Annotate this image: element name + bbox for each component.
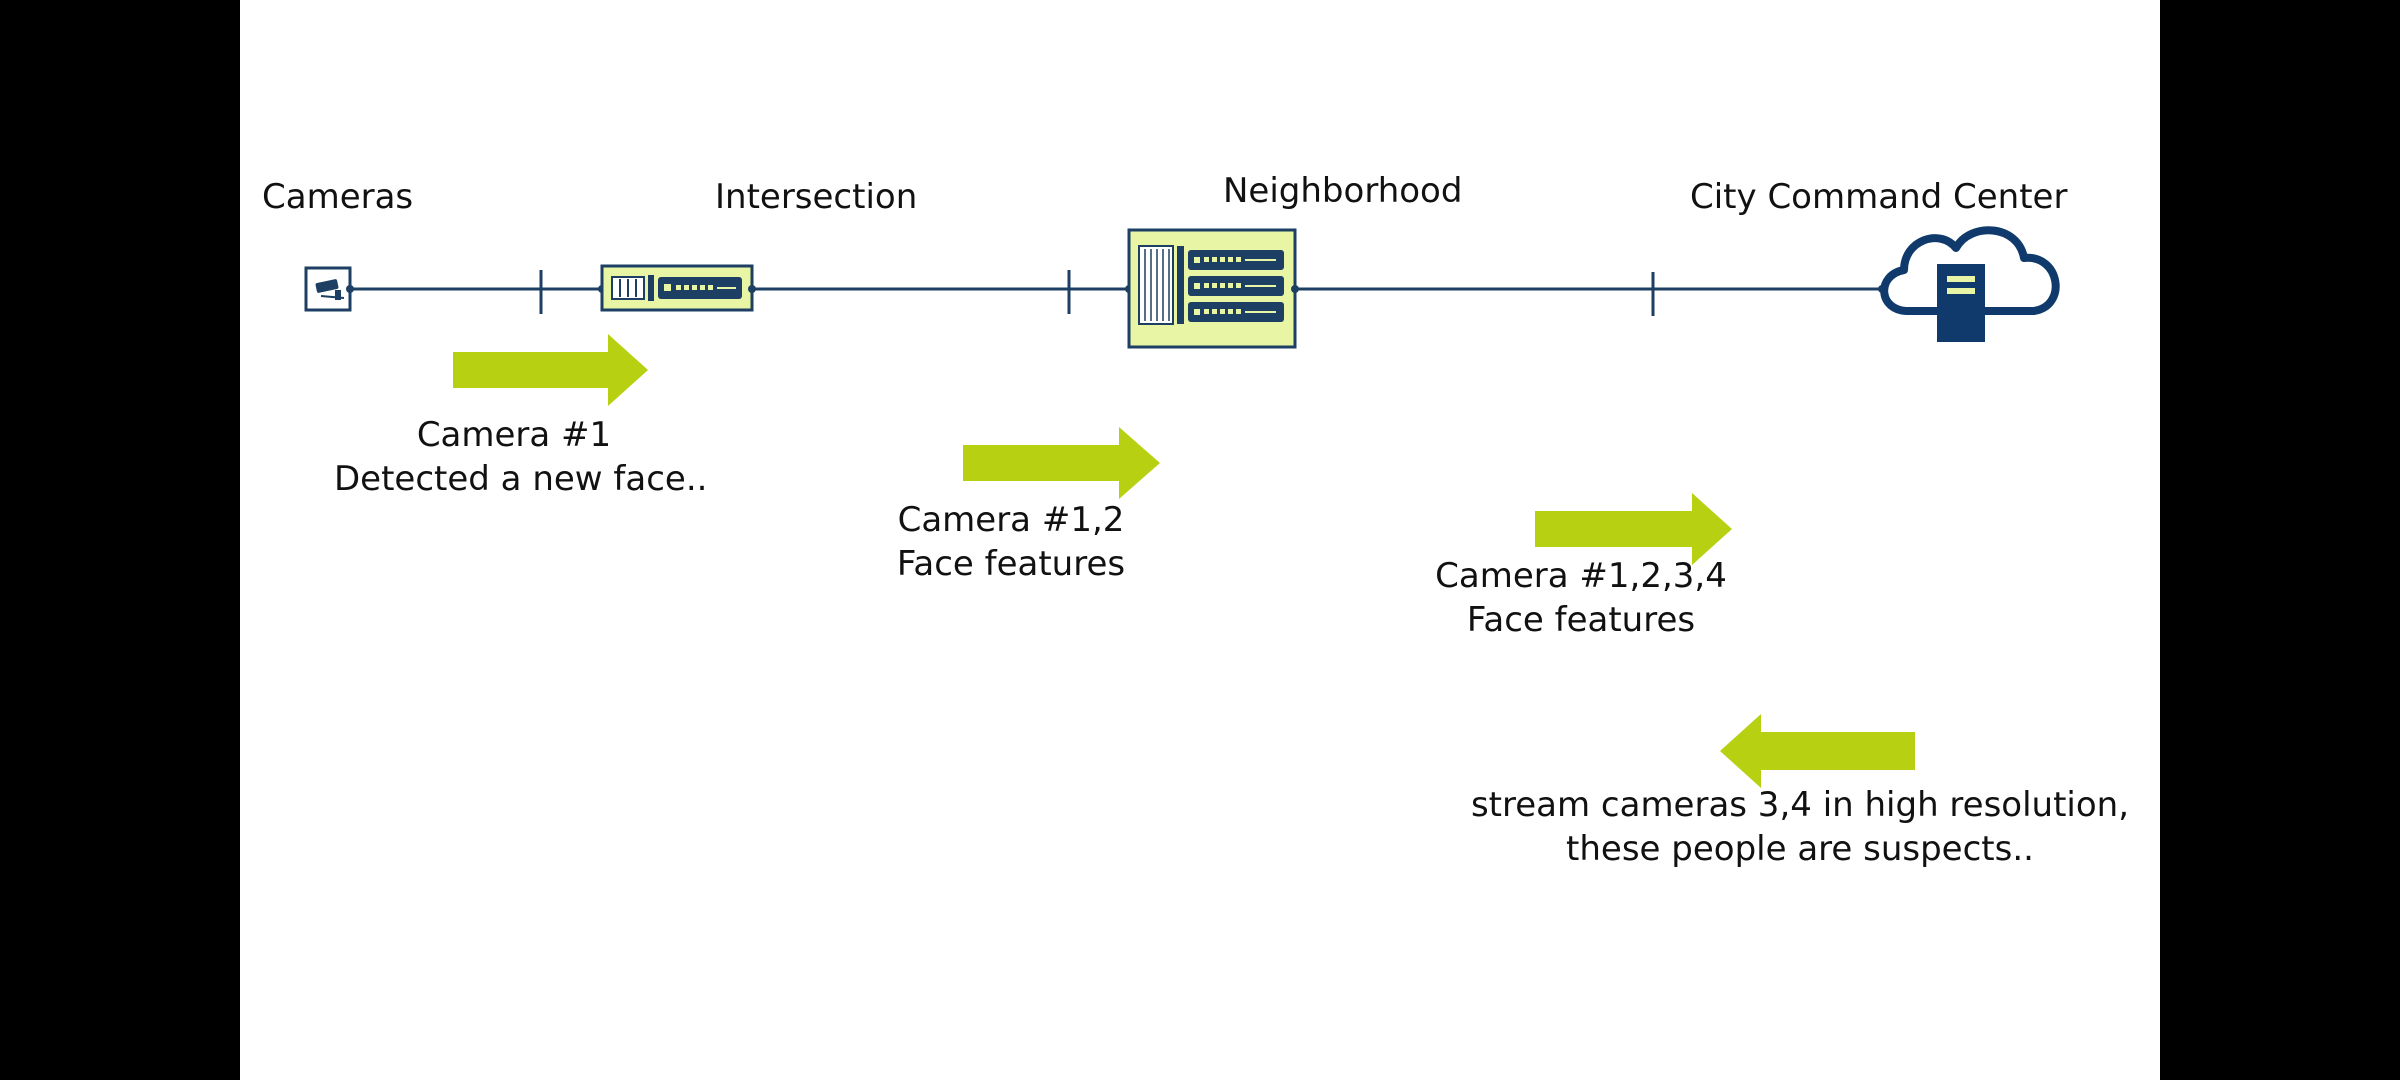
camera-icon xyxy=(304,266,354,312)
message-line: Camera #1,2,3,4 xyxy=(1435,556,1727,596)
message-label: stream cameras 3,4 in high resolution, t… xyxy=(1455,783,2145,871)
message-label: Camera #1,2,3,4 Face features xyxy=(1431,554,1731,642)
message-line: Camera #1 xyxy=(416,415,612,455)
message-line: Face features xyxy=(896,544,1126,584)
node-label-neighborhood: Neighborhood xyxy=(1223,171,1463,211)
message-line: Face features xyxy=(1466,600,1696,640)
message-line: Detected a new face.. xyxy=(334,459,708,499)
intersection-gateway-icon xyxy=(598,264,756,312)
message-line: Camera #1,2 xyxy=(897,500,1125,540)
network-diagram xyxy=(304,226,2060,788)
left-arrow xyxy=(1720,714,1915,788)
message-label: Camera #1,2 Face features xyxy=(861,498,1161,586)
node-label-cameras: Cameras xyxy=(262,177,414,217)
neighborhood-server-rack-icon xyxy=(1125,228,1299,349)
message-line: stream cameras 3,4 in high resolution, xyxy=(1470,785,2130,825)
right-arrow xyxy=(453,334,648,406)
node-label-city-command-center: City Command Center xyxy=(1690,177,2068,217)
node-label-intersection: Intersection xyxy=(715,177,918,217)
message-label: Camera #1 Detected a new face.. xyxy=(334,413,708,501)
slide-canvas: Cameras Intersection Neighborhood City C… xyxy=(240,0,2160,1080)
message-line: these people are suspects.. xyxy=(1566,829,2034,869)
right-arrow xyxy=(963,427,1160,499)
right-arrow xyxy=(1535,493,1732,565)
cloud-server-icon xyxy=(1878,226,2060,342)
